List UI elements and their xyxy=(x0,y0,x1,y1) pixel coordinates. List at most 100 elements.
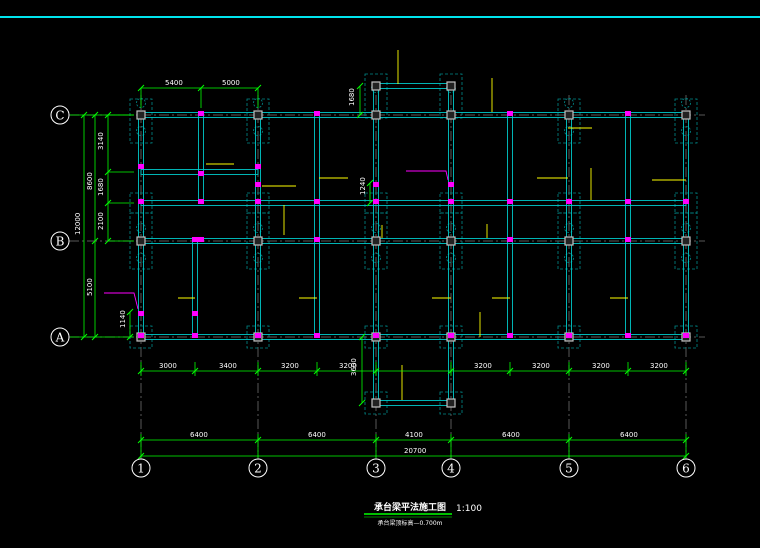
column-7 xyxy=(371,236,381,246)
marker-11 xyxy=(373,199,379,204)
marker-25 xyxy=(507,333,513,338)
dim-span-1: 6400 xyxy=(190,431,208,439)
dim-span-4: 6400 xyxy=(502,431,520,439)
marker-1 xyxy=(314,111,320,116)
axis-label-B: B xyxy=(56,235,65,249)
pile-B-top-5 xyxy=(681,223,691,233)
marker-19 xyxy=(138,333,144,338)
marker-23 xyxy=(373,333,379,338)
row-axis-bubbles: C B A xyxy=(50,105,70,347)
pile-cap-bottom-4 xyxy=(439,391,463,415)
pile-cap-row-M-2 xyxy=(364,192,388,214)
marker-12 xyxy=(448,199,454,204)
axis-center-lines xyxy=(69,95,705,459)
dim-inner-1240: 1240 xyxy=(359,177,367,195)
drawing-subtitle: 承台梁顶标高—0.700m xyxy=(377,519,442,527)
marker-20 xyxy=(255,333,261,338)
marker-34 xyxy=(255,164,261,169)
dim-left-2100: 2100 xyxy=(97,212,105,230)
pile-cap-row-A-2 xyxy=(364,325,388,349)
pile-B-top-4 xyxy=(564,223,574,233)
axis-label-4: 4 xyxy=(447,462,455,476)
dim-top-2: 5000 xyxy=(222,79,240,87)
axis-label-6: 6 xyxy=(682,462,690,476)
axis-bubble-B: B xyxy=(50,231,70,251)
pile-cap-row-A-5 xyxy=(674,325,698,349)
pile-cap-row-M-0 xyxy=(129,192,153,214)
axis-bubble-4: 4 xyxy=(441,458,461,478)
pile-cap-row-A-4 xyxy=(557,325,581,349)
pile-cap-row-M-3 xyxy=(439,192,463,214)
marker-14 xyxy=(683,199,689,204)
axis-bubble-3: 3 xyxy=(366,458,386,478)
pile-B-top-1 xyxy=(253,223,263,233)
pile-bot-C-2 xyxy=(564,126,574,136)
marker-9 xyxy=(138,199,144,204)
axis-label-3: 3 xyxy=(372,462,380,476)
column-4 xyxy=(253,236,263,246)
pile-top-C-1 xyxy=(253,98,263,108)
pile-cap-row-A-1 xyxy=(246,325,270,349)
dim-bottom-detail-7: 3200 xyxy=(592,362,610,370)
axis-label-2: 2 xyxy=(254,462,262,476)
dim-span-5: 6400 xyxy=(620,431,638,439)
dim-tick-left-mid-1 xyxy=(91,237,99,245)
pile-bot-C-0 xyxy=(136,126,146,136)
marker-15 xyxy=(198,199,204,204)
column-16 xyxy=(681,236,691,246)
bottom-detail-dimension-texts: 3000 3400 3200 3200 3200 3200 3200 3200 xyxy=(159,362,668,370)
dim-tick-inner-top-1 xyxy=(356,111,364,119)
axis-bubble-2: 2 xyxy=(248,458,268,478)
pile-cap-bottom-3 xyxy=(364,391,388,415)
pile-B-bot-0 xyxy=(136,253,146,263)
marker-36 xyxy=(255,182,261,187)
marker-30 xyxy=(192,311,198,316)
label-leaders xyxy=(104,50,686,400)
dim-total: 20700 xyxy=(404,447,426,455)
column-20 xyxy=(371,398,381,408)
dim-tick-bottom-total-1 xyxy=(682,452,690,460)
pile-cap-row-M-4 xyxy=(557,192,581,214)
dim-top-1: 5400 xyxy=(165,79,183,87)
dim-left-5100: 5100 xyxy=(86,278,94,296)
marker-28 xyxy=(683,333,689,338)
dim-bottom-detail-4: 3200 xyxy=(339,362,357,370)
column-12 xyxy=(564,110,574,120)
dim-tick-left-1140-0 xyxy=(126,308,134,316)
marker-31 xyxy=(373,182,379,187)
dim-bottom-detail-5: 3200 xyxy=(474,362,492,370)
marker-3 xyxy=(625,111,631,116)
axis-label-5: 5 xyxy=(565,462,573,476)
column-9 xyxy=(446,110,456,120)
marker-2 xyxy=(507,111,513,116)
dim-tick-inner-mid-0 xyxy=(366,179,374,187)
pile-cap-row-M-1 xyxy=(246,192,270,214)
dim-bottom-detail-2: 3400 xyxy=(219,362,237,370)
column-10 xyxy=(446,236,456,246)
dim-tick-left-1140-1 xyxy=(126,333,134,341)
dim-left-1140: 1140 xyxy=(119,310,127,328)
marker-16 xyxy=(314,199,320,204)
dim-inner-1680: 1680 xyxy=(348,88,356,106)
axis-bubble-5: 5 xyxy=(559,458,579,478)
pile-cap-row-C-2 xyxy=(557,98,581,144)
reinforcement-markers xyxy=(138,111,689,338)
pile-B-top-3 xyxy=(446,223,456,233)
pile-B-top-2 xyxy=(371,223,381,233)
pile-B-bot-2 xyxy=(371,253,381,263)
axis-bubble-6: 6 xyxy=(676,458,696,478)
axis-label-1: 1 xyxy=(137,462,145,476)
marker-22 xyxy=(192,333,198,338)
pile-bot-C-3 xyxy=(681,126,691,136)
leader-magenta-1 xyxy=(406,170,449,181)
marker-4 xyxy=(198,237,204,242)
marker-7 xyxy=(507,237,513,242)
column-axis-bubbles: 1 2 3 4 5 6 xyxy=(131,458,696,478)
marker-18 xyxy=(625,199,631,204)
column-0 xyxy=(136,110,146,120)
dim-tick-inner-bot-0 xyxy=(358,333,366,341)
marker-17 xyxy=(507,199,513,204)
column-18 xyxy=(371,81,381,91)
marker-24 xyxy=(448,333,454,338)
